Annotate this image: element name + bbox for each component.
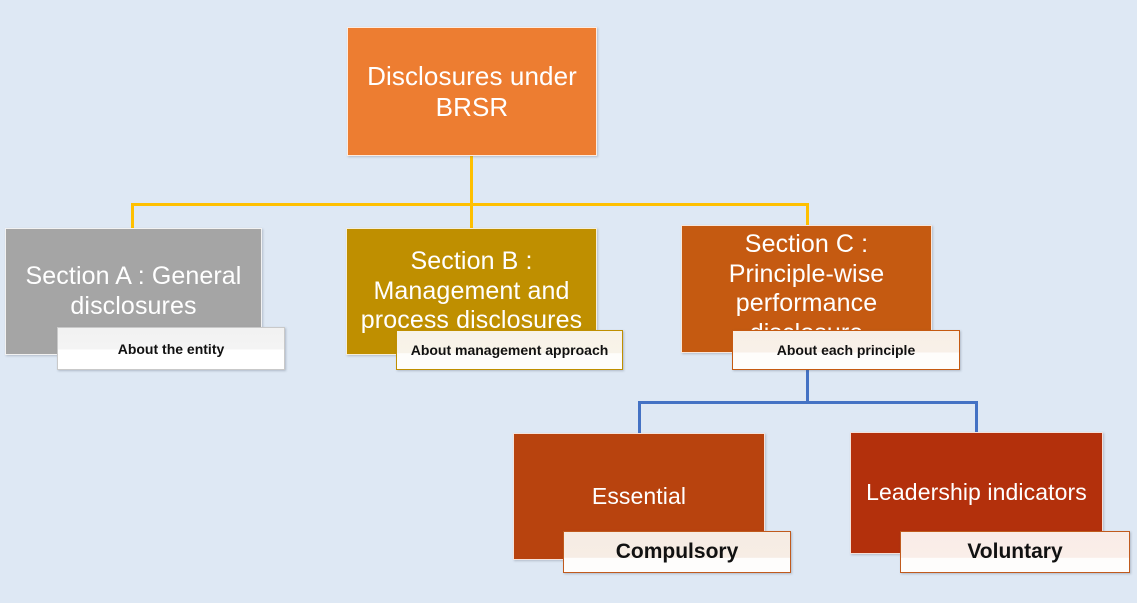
- caption-leadership[interactable]: Voluntary: [900, 531, 1130, 573]
- node-section-a-label: Section A : General disclosures: [25, 262, 242, 320]
- caption-section-c[interactable]: About each principle: [732, 330, 960, 370]
- node-root-label: Disclosures under BRSR: [367, 60, 577, 122]
- node-root-disclosures-under-brsr[interactable]: Disclosures under BRSR: [347, 27, 597, 156]
- caption-essential[interactable]: Compulsory: [563, 531, 791, 573]
- connector-to-section-b: [470, 203, 473, 230]
- node-section-b-label: Section B : Management and process discl…: [360, 247, 583, 335]
- caption-section-b-label: About management approach: [410, 342, 609, 358]
- connector-root-stem: [470, 156, 473, 205]
- connector-to-section-c: [806, 203, 809, 228]
- caption-essential-label: Compulsory: [615, 540, 739, 563]
- node-leadership-label: Leadership indicators: [866, 479, 1087, 506]
- connector-section-c-stem: [806, 370, 809, 403]
- caption-leadership-label: Voluntary: [967, 540, 1063, 563]
- connector-to-section-a: [131, 203, 134, 230]
- node-essential-label: Essential: [591, 482, 687, 509]
- caption-section-c-label: About each principle: [776, 342, 916, 358]
- caption-section-b[interactable]: About management approach: [396, 330, 623, 370]
- caption-section-a-label: About the entity: [117, 340, 225, 357]
- node-section-c-label: Section C : Principle-wise performance d…: [728, 230, 885, 347]
- caption-section-a[interactable]: About the entity: [57, 327, 285, 370]
- connector-indicators-bus: [638, 401, 978, 404]
- connector-to-leadership: [975, 401, 978, 433]
- connector-to-essential: [638, 401, 641, 434]
